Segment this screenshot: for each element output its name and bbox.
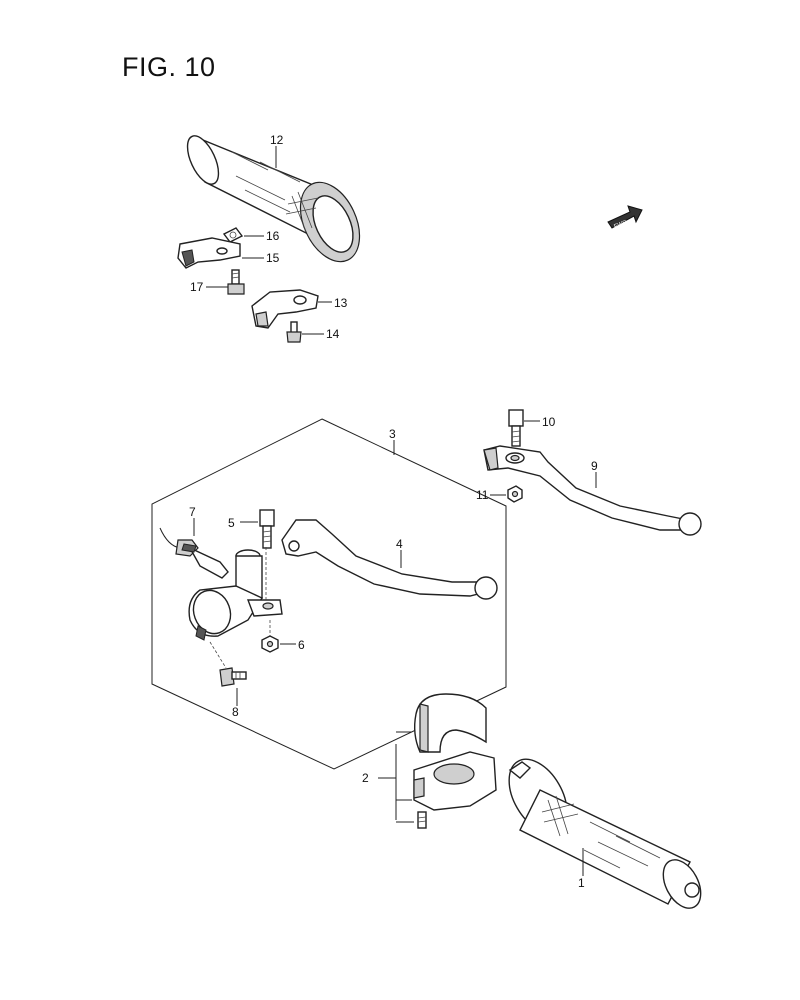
nut-part-11: [507, 485, 523, 503]
callout-14: 14: [326, 327, 340, 341]
throttle-grip-part-1: [508, 758, 702, 909]
brake-lever-part-9: [483, 445, 702, 536]
callout-13: 13: [334, 296, 348, 310]
callout-9: 9: [591, 459, 598, 473]
callout-15: 15: [266, 251, 280, 265]
lever-perch-body: [188, 546, 283, 641]
callout-16: 16: [266, 229, 280, 243]
screw-part-8: [219, 667, 247, 687]
callout-4: 4: [396, 537, 403, 551]
throttle-housing-part-2: [413, 693, 497, 829]
callout-17: 17: [190, 280, 204, 294]
callout-8: 8: [232, 705, 239, 719]
callout-2: 2: [362, 771, 369, 785]
callout-10: 10: [542, 415, 556, 429]
callout-11: 11: [476, 488, 489, 502]
forward-arrow-icon: FWD: [607, 205, 643, 230]
assembly-outline-part-3: [151, 418, 507, 770]
bolt-part-17: [227, 269, 245, 295]
figure-title: FIG. 10: [122, 52, 216, 82]
callout-6: 6: [298, 638, 305, 652]
pivot-bolt-part-5: [259, 509, 275, 549]
callout-12: 12: [270, 133, 284, 147]
pivot-bolt-part-10: [508, 409, 524, 447]
callout-5: 5: [228, 516, 235, 530]
fwd-label: FWD: [613, 219, 629, 230]
clutch-switch-part-7: [159, 527, 229, 579]
holder-part-13: [251, 289, 319, 329]
callout-1: 1: [578, 876, 585, 890]
callout-7: 7: [189, 505, 196, 519]
clutch-lever-part-4: [281, 519, 498, 600]
screw-part-14: [286, 321, 302, 343]
clip-part-16: [222, 227, 244, 243]
bracket-part-15: [177, 237, 241, 269]
callout-3: 3: [389, 427, 396, 441]
grip-left-part-12: [186, 135, 361, 263]
nut-part-6: [261, 635, 279, 653]
